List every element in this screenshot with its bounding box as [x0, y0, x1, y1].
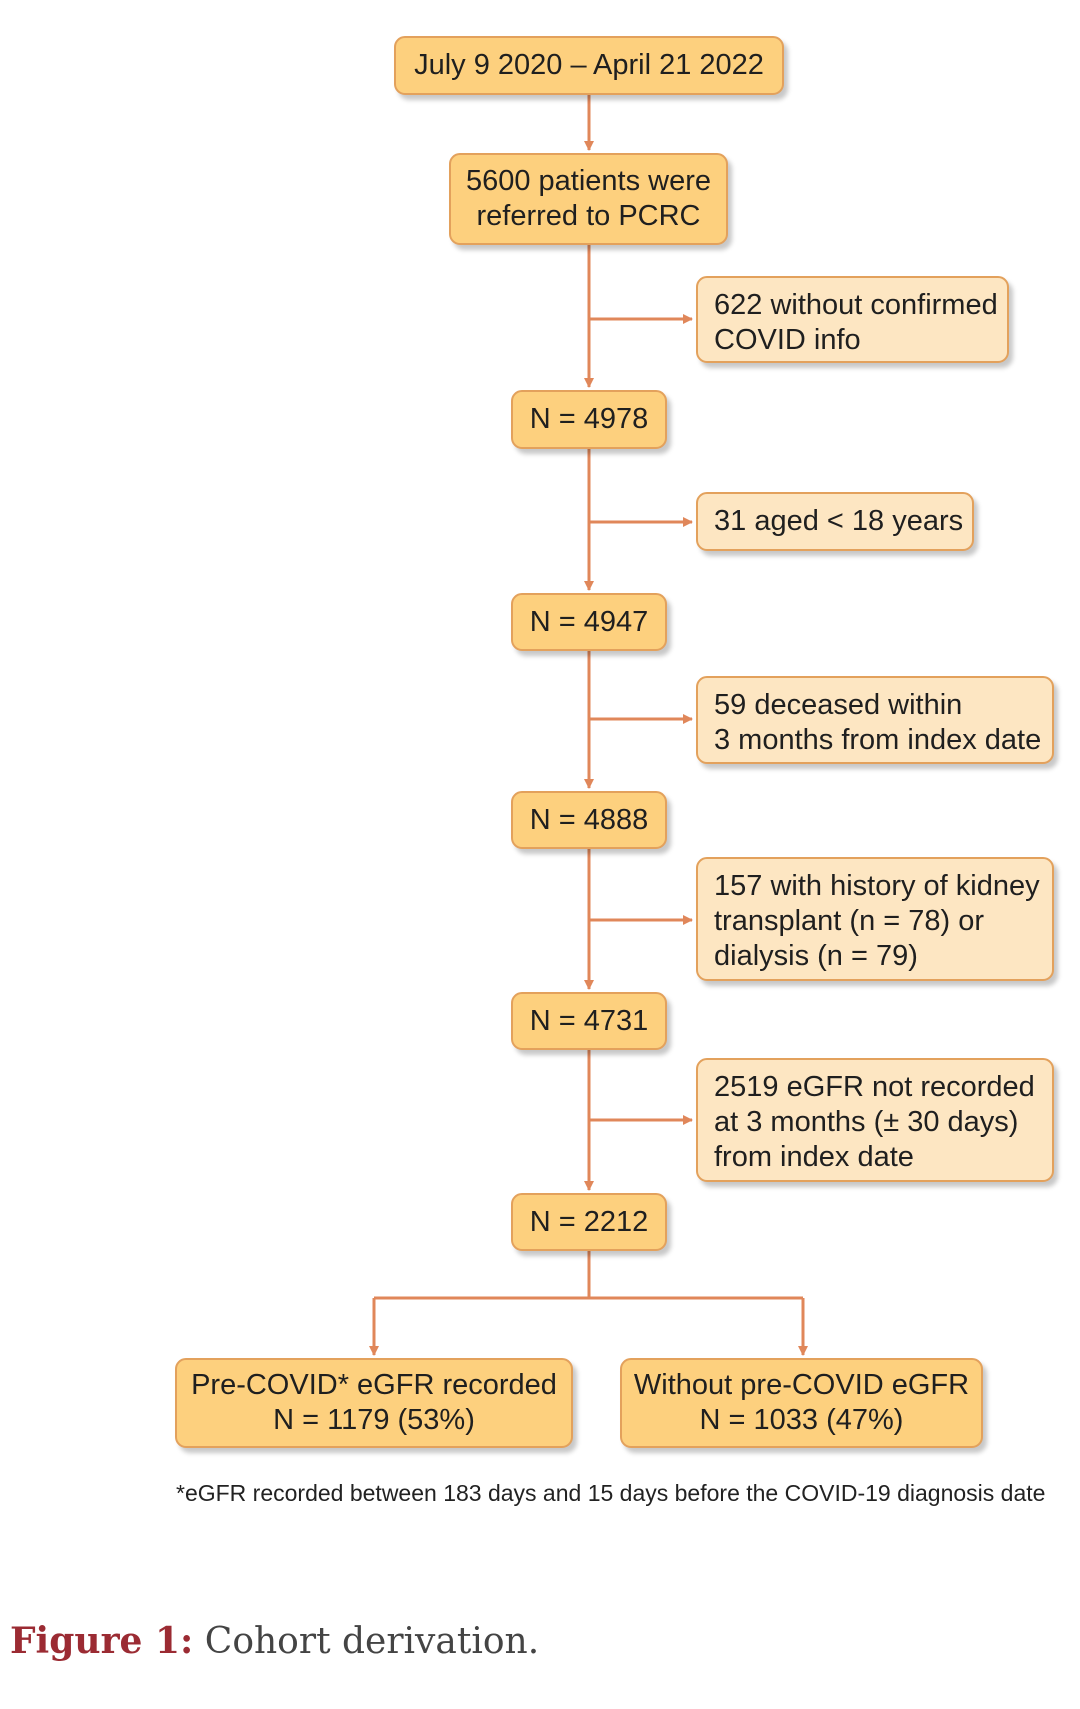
- group-right-line-2: N = 1033 (47%): [699, 1404, 904, 1436]
- exclusion-3-line-1: 59 deceased within: [714, 689, 963, 721]
- exclusion-4-line-2: transplant (n = 78) or: [714, 905, 985, 937]
- exclusion-box-egfr-not-recorded: 2519 eGFR not recorded at 3 months (± 30…: [696, 1058, 1054, 1182]
- exclusion-box-deceased: 59 deceased within 3 months from index d…: [696, 676, 1054, 764]
- count-box-2212: N = 2212: [511, 1193, 667, 1251]
- count-4731-text: N = 4731: [529, 1004, 649, 1037]
- referred-line-1: 5600 patients were: [465, 165, 712, 197]
- referred-line-2: referred to PCRC: [476, 200, 701, 232]
- date-range-text: July 9 2020 – April 21 2022: [414, 49, 764, 81]
- count-box-4947: N = 4947: [511, 593, 667, 651]
- group-left-line-1: Pre-COVID* eGFR recorded: [191, 1369, 557, 1401]
- exclusion-4-line-3: dialysis (n = 79): [714, 940, 918, 972]
- exclusion-1-line-1: 622 without confirmed: [714, 289, 998, 321]
- count-box-4888: N = 4888: [511, 791, 667, 849]
- split-connector: [374, 1251, 803, 1300]
- footnote: *eGFR recorded between 183 days and 15 d…: [176, 1480, 1046, 1506]
- count-box-4978: N = 4978: [511, 390, 667, 449]
- exclusion-2-line-1: 31 aged < 18 years: [714, 505, 964, 537]
- exclusion-3-line-2: 3 months from index date: [714, 724, 1042, 756]
- exclusion-5-line-1: 2519 eGFR not recorded: [714, 1071, 1035, 1103]
- count-2212-text: N = 2212: [529, 1205, 649, 1238]
- exclusion-box-under-18: 31 aged < 18 years: [696, 492, 974, 551]
- exclusion-box-no-covid-info: 622 without confirmed COVID info: [696, 276, 1009, 363]
- caption-label: Figure 1:: [10, 1620, 194, 1662]
- group-right-line-1: Without pre-COVID eGFR: [633, 1369, 970, 1401]
- exclusion-box-transplant-dialysis: 157 with history of kidney transplant (n…: [696, 857, 1054, 981]
- exclusion-5-line-3: from index date: [714, 1141, 914, 1173]
- date-range-box: July 9 2020 – April 21 2022: [394, 36, 784, 95]
- group-box-pre-covid-egfr: Pre-COVID* eGFR recorded N = 1179 (53%): [175, 1358, 573, 1448]
- count-4947-text: N = 4947: [529, 605, 649, 638]
- count-4888-text: N = 4888: [529, 803, 649, 836]
- caption-text: Cohort derivation.: [204, 1621, 540, 1662]
- referred-box: 5600 patients were referred to PCRC: [449, 153, 728, 245]
- count-4978-text: N = 4978: [529, 403, 649, 435]
- group-box-without-pre-covid-egfr: Without pre-COVID eGFR N = 1033 (47%): [620, 1358, 983, 1448]
- group-left-line-2: N = 1179 (53%): [273, 1404, 475, 1436]
- count-box-4731: N = 4731: [511, 992, 667, 1050]
- figure-caption: Figure 1: Cohort derivation.: [10, 1620, 539, 1662]
- exclusion-5-line-2: at 3 months (± 30 days): [714, 1106, 1019, 1138]
- exclusion-4-line-1: 157 with history of kidney: [714, 870, 1040, 902]
- exclusion-1-line-2: COVID info: [714, 324, 861, 356]
